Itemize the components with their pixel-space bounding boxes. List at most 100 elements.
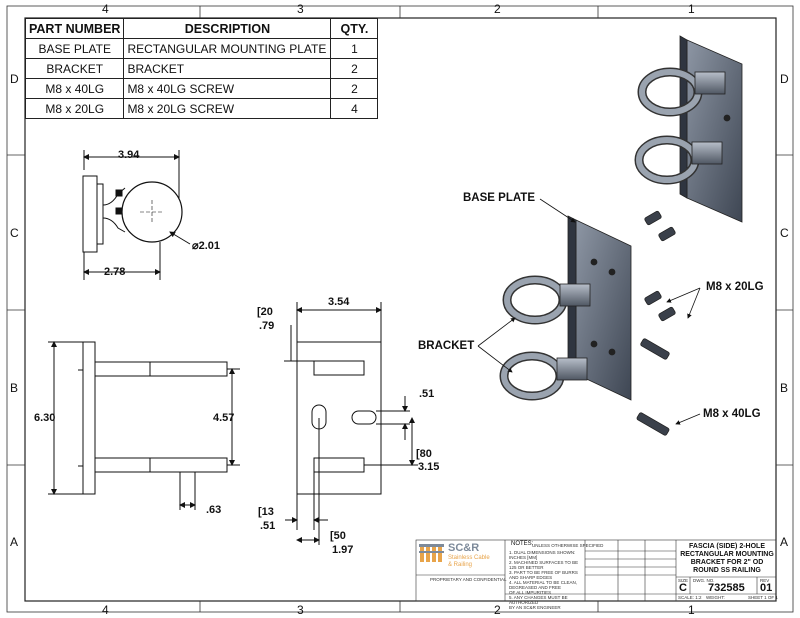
bom-desc: BRACKET [123, 58, 332, 79]
bom-row: BASE PLATE RECTANGULAR MOUNTING PLATE 1 [24, 38, 379, 59]
bom-desc: M8 x 20LG SCREW [123, 98, 332, 119]
zone-bottom-1: 1 [688, 603, 695, 617]
logo-sub1: Stainless Cable [448, 555, 490, 561]
zone-bottom-3: 3 [297, 603, 304, 617]
dim-side-offset: .63 [206, 504, 222, 516]
scale-label: SCALE: 1:2 [678, 595, 702, 600]
bom-part: M8 x 20LG [24, 98, 125, 119]
note-line: DEGREASED AND FREE [509, 585, 562, 590]
title-block [415, 539, 777, 602]
bom-part: BASE PLATE [24, 38, 125, 59]
dim-diameter: ⌀2.01 [192, 240, 221, 252]
note-line: 2. MACHINED SURFACES TO BE [509, 560, 579, 565]
dwg-number: 732585 [708, 582, 745, 594]
notes-sub: UNLESS OTHERWISE SPECIFIED [532, 543, 604, 548]
zone-bottom-4: 4 [102, 603, 109, 617]
inner-border [24, 17, 777, 602]
note-line: 4. ALL MATERIAL TO BE CLEAN, [509, 580, 577, 585]
bom-header-row: PART NUMBER DESCRIPTION QTY. [24, 18, 379, 39]
zone-top-3: 3 [297, 2, 304, 16]
sheet-label: SHEET 1 OF 1 [748, 595, 778, 600]
dim-bottom-13-mm: [13 [258, 506, 274, 518]
zone-left-c: C [10, 226, 19, 240]
zone-right-c: C [780, 226, 789, 240]
callout-screw-40: M8 x 40LG [703, 408, 761, 420]
note-line: 125 OR BETTER [509, 565, 544, 570]
note-line: BY AN SC&R ENGINEER [509, 605, 561, 610]
sheet-size: C [679, 582, 687, 594]
zone-top-2: 2 [494, 2, 501, 16]
bom-row: M8 x 40LG M8 x 40LG SCREW 2 [24, 78, 379, 99]
zone-right-b: B [780, 381, 789, 395]
bom-part: M8 x 40LG [24, 78, 125, 99]
bom-desc: M8 x 40LG SCREW [123, 78, 332, 99]
leaders [477, 198, 701, 425]
top-view [82, 150, 191, 280]
size-label: SIZE [678, 578, 689, 583]
bom-qty: 1 [330, 38, 379, 59]
note-line: OF ALL IMPURITIES [509, 590, 552, 595]
bom-desc: RECTANGULAR MOUNTING PLATE [123, 38, 332, 59]
dim-bottom-50-mm-value: 50 [333, 530, 346, 542]
iso-view-exploded [499, 210, 676, 436]
note-line: 1. DUAL DIMENSIONS SHOWN: [509, 550, 576, 555]
callout-bracket: BRACKET [418, 340, 475, 352]
bom-header-part: PART NUMBER [24, 18, 125, 39]
zone-top-4: 4 [102, 2, 109, 16]
logo-text: SC&R [448, 542, 480, 554]
bom-part: BRACKET [24, 58, 125, 79]
revision: 01 [760, 582, 773, 594]
weight-label: WEIGHT: [706, 595, 725, 600]
dim-bottom-50-in: 1.97 [332, 544, 354, 556]
dim-front-top-in: .79 [259, 320, 275, 332]
zone-bottom-2: 2 [494, 603, 501, 617]
dim-slot-width: .51 [419, 388, 435, 400]
bom-row: BRACKET BRACKET 2 [24, 58, 379, 79]
note-line: INCHES [MM] [509, 555, 538, 560]
note-line: 5. ANY CHANGES MUST BE AUTHORIZED [509, 595, 568, 605]
notes-lines: 1. DUAL DIMENSIONS SHOWN: INCHES [MM] 2.… [509, 550, 583, 610]
dim-front-width: 3.54 [328, 296, 350, 308]
dim-side-height: 6.30 [34, 412, 56, 424]
logo-mark [419, 544, 444, 562]
logo-sub2: & Railing [448, 562, 473, 568]
front-view [284, 302, 418, 545]
zone-right-a: A [780, 535, 789, 549]
iso-view-assembled [634, 35, 743, 223]
bom-header-desc: DESCRIPTION [123, 18, 332, 39]
prop-label: PROPRIETARY AND CONFIDENTIAL [430, 577, 507, 582]
notes-title: NOTES: [511, 541, 534, 547]
dim-side-hole-spacing: 4.57 [213, 412, 235, 424]
dim-front-top-mm-value: 20 [260, 306, 273, 318]
zone-ticks [7, 6, 793, 612]
callout-screw-20: M8 x 20LG [706, 281, 764, 293]
dim-slot-80-mm-value: 80 [419, 448, 432, 460]
bom-header-qty: QTY. [330, 18, 379, 39]
callout-base-plate: BASE PLATE [463, 192, 535, 204]
bom-qty: 2 [330, 58, 379, 79]
zone-right-d: D [780, 72, 789, 86]
bom-qty: 2 [330, 78, 379, 99]
zone-left-b: B [10, 381, 19, 395]
zone-left-a: A [10, 535, 19, 549]
side-view [48, 341, 240, 510]
dim-slot-80-in: 3.15 [418, 461, 440, 473]
dim-diameter-value: 2.01 [198, 240, 221, 252]
note-line: AND SHARP EDGES [509, 575, 553, 580]
note-line: 3. PART TO BE FREE OF BURRS [509, 570, 578, 575]
dim-top-width: 3.94 [118, 149, 140, 161]
rev-label: REV [760, 578, 770, 583]
dim-front-top-mm: [20 [257, 306, 273, 318]
dwg-label: DWG. NO. [693, 578, 715, 583]
dim-slot-80-mm: [80 [416, 448, 432, 460]
dim-top-depth: 2.78 [104, 266, 126, 278]
bill-of-materials: PART NUMBER DESCRIPTION QTY. BASE PLATE … [24, 18, 379, 119]
zone-top-1: 1 [688, 2, 695, 16]
bom-row: M8 x 20LG M8 x 20LG SCREW 4 [24, 98, 379, 119]
zone-left-d: D [10, 72, 19, 86]
drawing-title: FASCIA (SIDE) 2-HOLE RECTANGULAR MOUNTIN… [680, 543, 774, 574]
bom-qty: 4 [330, 98, 379, 119]
dim-bottom-50-mm: [50 [330, 530, 346, 542]
dim-bottom-13-mm-value: 13 [261, 506, 274, 518]
